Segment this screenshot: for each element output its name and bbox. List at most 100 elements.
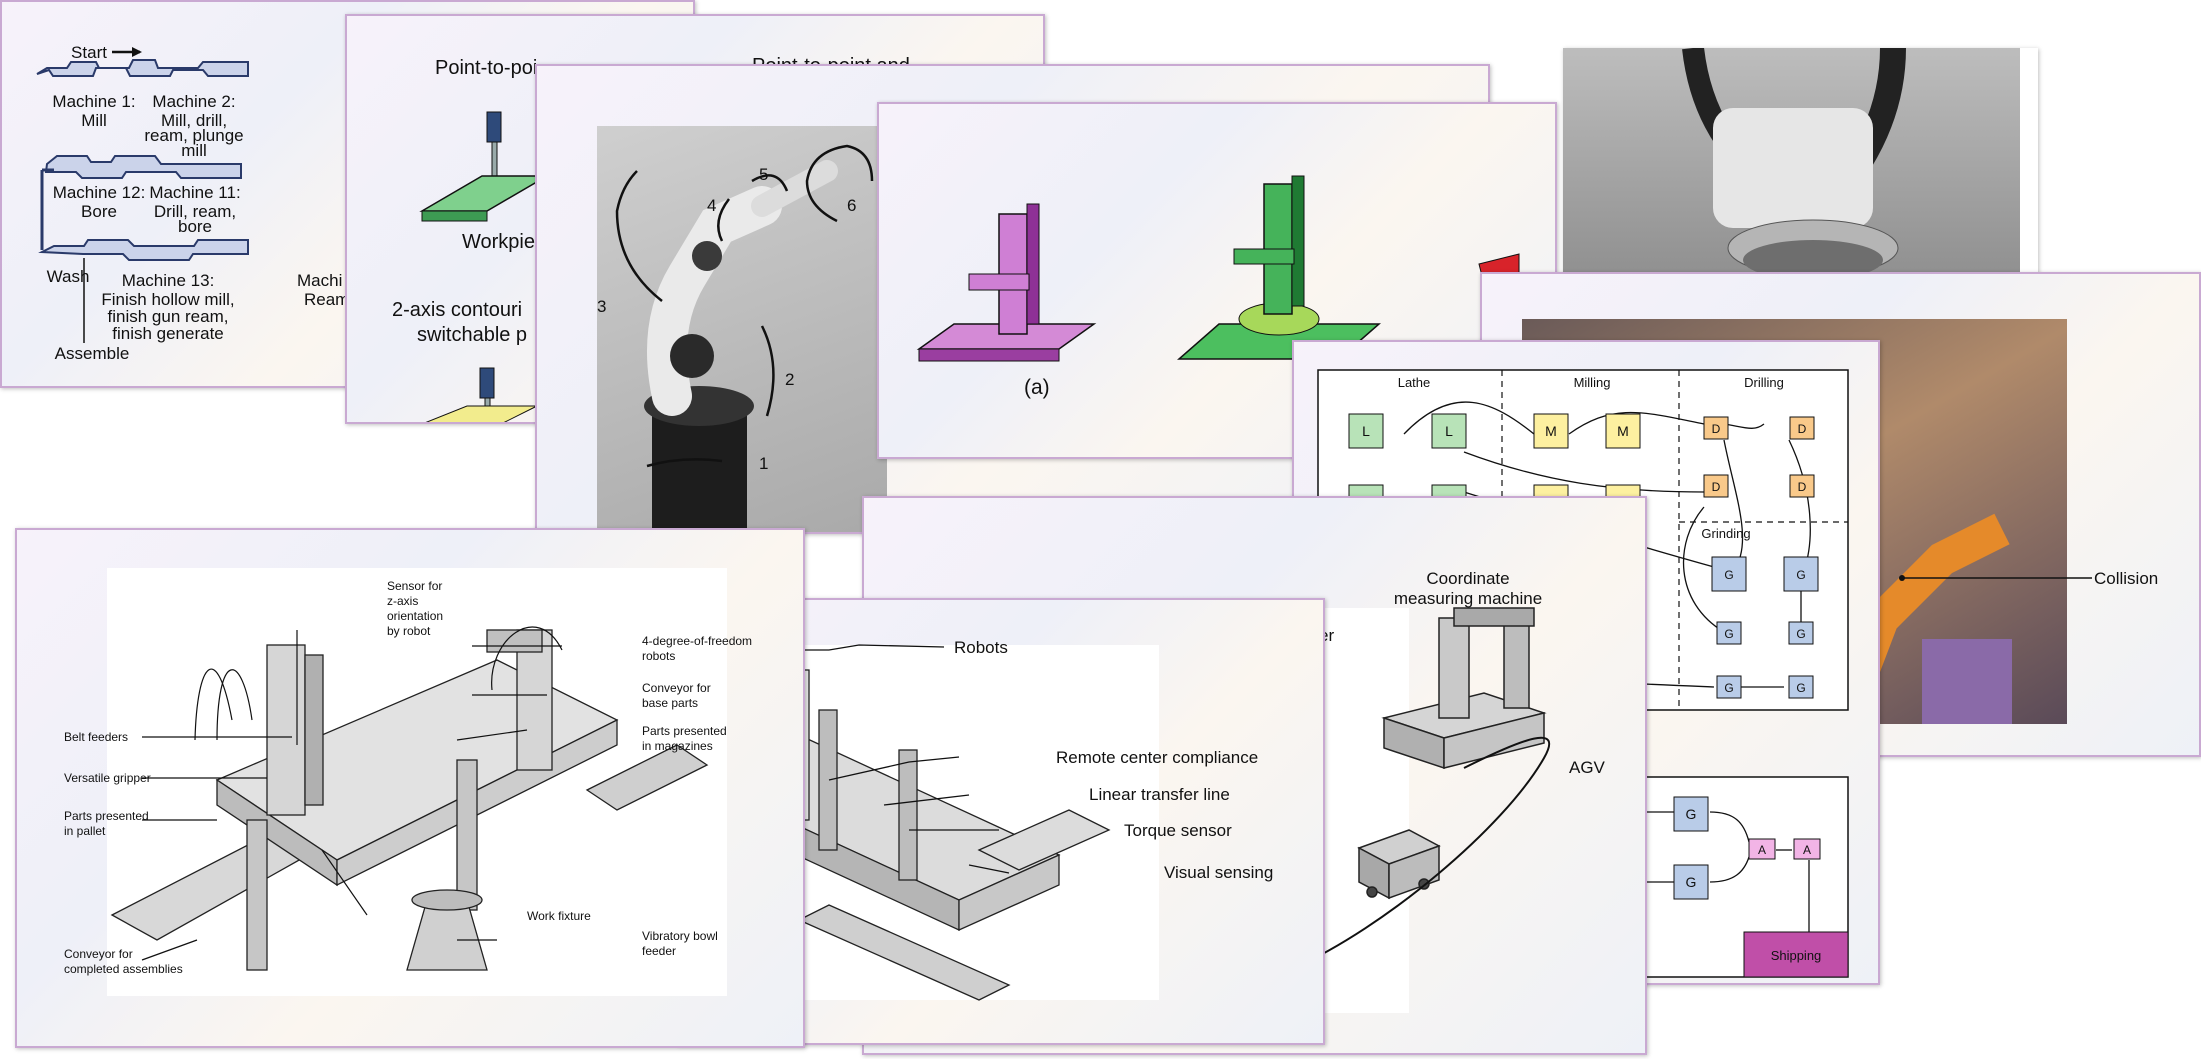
- rcc-label: Remote center compliance: [1056, 748, 1258, 767]
- agv-path: [1293, 736, 1551, 969]
- visual-sensing-label: Visual sensing: [1164, 863, 1273, 882]
- cell-G6: G: [1796, 681, 1805, 695]
- collision-label: Collision: [2094, 569, 2158, 588]
- robot-axes-overlay: 1 2 3 4 5 6: [597, 144, 874, 473]
- start-label: Start: [71, 43, 107, 62]
- milling-cells: [1533, 413, 1641, 498]
- lower-conveyor: [38, 239, 249, 261]
- axis-4-label: 4: [707, 196, 716, 215]
- cell-G5: G: [1724, 681, 1733, 695]
- robot-types-diagram: (a): [916, 175, 1520, 399]
- cmm-label-1: Coordinate: [1426, 569, 1509, 588]
- machine13-op1: Finish hollow mill,: [101, 290, 234, 309]
- machine12-label: Machine 12:: [53, 183, 146, 202]
- bowl-feeder-label-1: Vibratory bowl: [642, 929, 718, 943]
- yellow-workpiece: [425, 405, 538, 422]
- grinding-cells: [1711, 556, 1819, 699]
- sensor-label-2: z-axis: [387, 594, 418, 608]
- axis-1-label: 1: [759, 454, 768, 473]
- machine13-op3: finish generate: [112, 324, 224, 343]
- switchable-label: switchable p: [417, 324, 527, 346]
- workpiece-label: Workpie: [462, 231, 535, 253]
- drilling-header: Drilling: [1744, 375, 1784, 390]
- sensor-label-4: by robot: [387, 624, 431, 638]
- middle-conveyor: [44, 155, 242, 179]
- cell-G3: G: [1724, 627, 1733, 641]
- collision-overlay: Collision: [1899, 569, 2158, 588]
- transfer-line-diagram: Start Machine 1: Mill Machine 2: Mill, d…: [36, 43, 349, 363]
- gripper-label: Versatile gripper: [64, 771, 151, 785]
- conveyor-done-label-2: completed assemblies: [64, 962, 183, 976]
- cell-G1: G: [1724, 568, 1733, 582]
- cell-L1: L: [1362, 423, 1370, 439]
- return-loop: [40, 168, 54, 250]
- pallet-label-1: Parts presented: [64, 809, 149, 823]
- cmm-machine: [1381, 607, 1547, 770]
- cell-D3: D: [1712, 480, 1721, 494]
- conveyor-done-label-1: Conveyor for: [64, 947, 133, 961]
- machine13-label: Machine 13:: [122, 271, 215, 290]
- axis-2-label: 2: [785, 370, 794, 389]
- machine13-op2: finish gun ream,: [108, 307, 229, 326]
- machine1-label: Machine 1:: [52, 92, 135, 111]
- point-to-point-title: Point-to-poi: [435, 57, 537, 79]
- pallet-label-2: in pallet: [64, 824, 106, 838]
- belt-feeders-label: Belt feeders: [64, 730, 128, 744]
- lathe-header: Lathe: [1398, 375, 1431, 390]
- tool-spindle-top: [486, 111, 502, 178]
- magazines-label-1: Parts presented: [642, 724, 727, 738]
- robots-label: Robots: [954, 638, 1008, 657]
- contouring-label: 2-axis contouri: [392, 299, 522, 321]
- lathe-cells: [1348, 413, 1467, 498]
- axis-3-label: 3: [597, 297, 606, 316]
- magazines-label-2: in magazines: [642, 739, 713, 753]
- cell-A1: A: [1758, 843, 1766, 857]
- machine12-op: Bore: [81, 202, 117, 221]
- sensor-label-3: orientation: [387, 609, 443, 623]
- conveyor-base-label-1: Conveyor for: [642, 681, 711, 695]
- conveyor-base-label-2: base parts: [642, 696, 698, 710]
- linear-transfer-label: Linear transfer line: [1089, 785, 1230, 804]
- machine11-op2: bore: [178, 217, 212, 236]
- shipping-label: Shipping: [1771, 948, 1822, 963]
- agv-label: AGV: [1569, 758, 1606, 777]
- bowl-feeder-label-2: feeder: [642, 944, 676, 958]
- slide-robot-types[interactable]: (a): [877, 102, 1557, 459]
- assemble-label: Assemble: [55, 344, 130, 363]
- drilling-cells: [1703, 416, 1815, 498]
- cell-D1: D: [1712, 422, 1721, 436]
- cartesian-robot-purple: [916, 203, 1097, 362]
- robots-label-2: robots: [642, 649, 675, 663]
- machine14-label: Machi: [297, 271, 342, 290]
- cell-M1: M: [1545, 423, 1557, 439]
- cell-G2: G: [1796, 568, 1805, 582]
- axis-5-label: 5: [759, 165, 768, 184]
- robots-label-1: 4-degree-of-freedom: [642, 634, 752, 648]
- work-fixture-label: Work fixture: [527, 909, 591, 923]
- machine2-op3: mill: [181, 141, 207, 160]
- cell-D4: D: [1798, 480, 1807, 494]
- assembly-system-diagram: Sensor for z-axis orientation by robot 4…: [64, 568, 752, 996]
- cell-G8: G: [1686, 874, 1697, 890]
- milling-header: Milling: [1574, 375, 1611, 390]
- cylindrical-robot-green: [1177, 175, 1381, 360]
- axis-6-label: 6: [847, 196, 856, 215]
- cmm-label-2: measuring machine: [1394, 589, 1542, 608]
- machine11-op1: Drill, ream,: [154, 202, 236, 221]
- machine11-label: Machine 11:: [149, 183, 240, 202]
- slide-robot-wrist[interactable]: [1563, 48, 2038, 280]
- caption-a: (a): [1024, 376, 1050, 399]
- machine14-op: Ream: [304, 290, 349, 309]
- cell-L2: L: [1445, 423, 1453, 439]
- robot-arm-photo: [597, 126, 887, 532]
- wash-label: Wash: [47, 267, 90, 286]
- cell-G7: G: [1686, 806, 1697, 822]
- machine1-op: Mill: [81, 111, 107, 130]
- green-workpiece: [419, 175, 550, 212]
- grinding-header: Grinding: [1701, 526, 1750, 541]
- cell-D2: D: [1798, 422, 1807, 436]
- slide-assembly-system[interactable]: Sensor for z-axis orientation by robot 4…: [15, 528, 805, 1048]
- machine2-op1: Mill, drill,: [161, 111, 227, 130]
- upper-conveyor: [36, 59, 249, 77]
- cell-G4: G: [1796, 627, 1805, 641]
